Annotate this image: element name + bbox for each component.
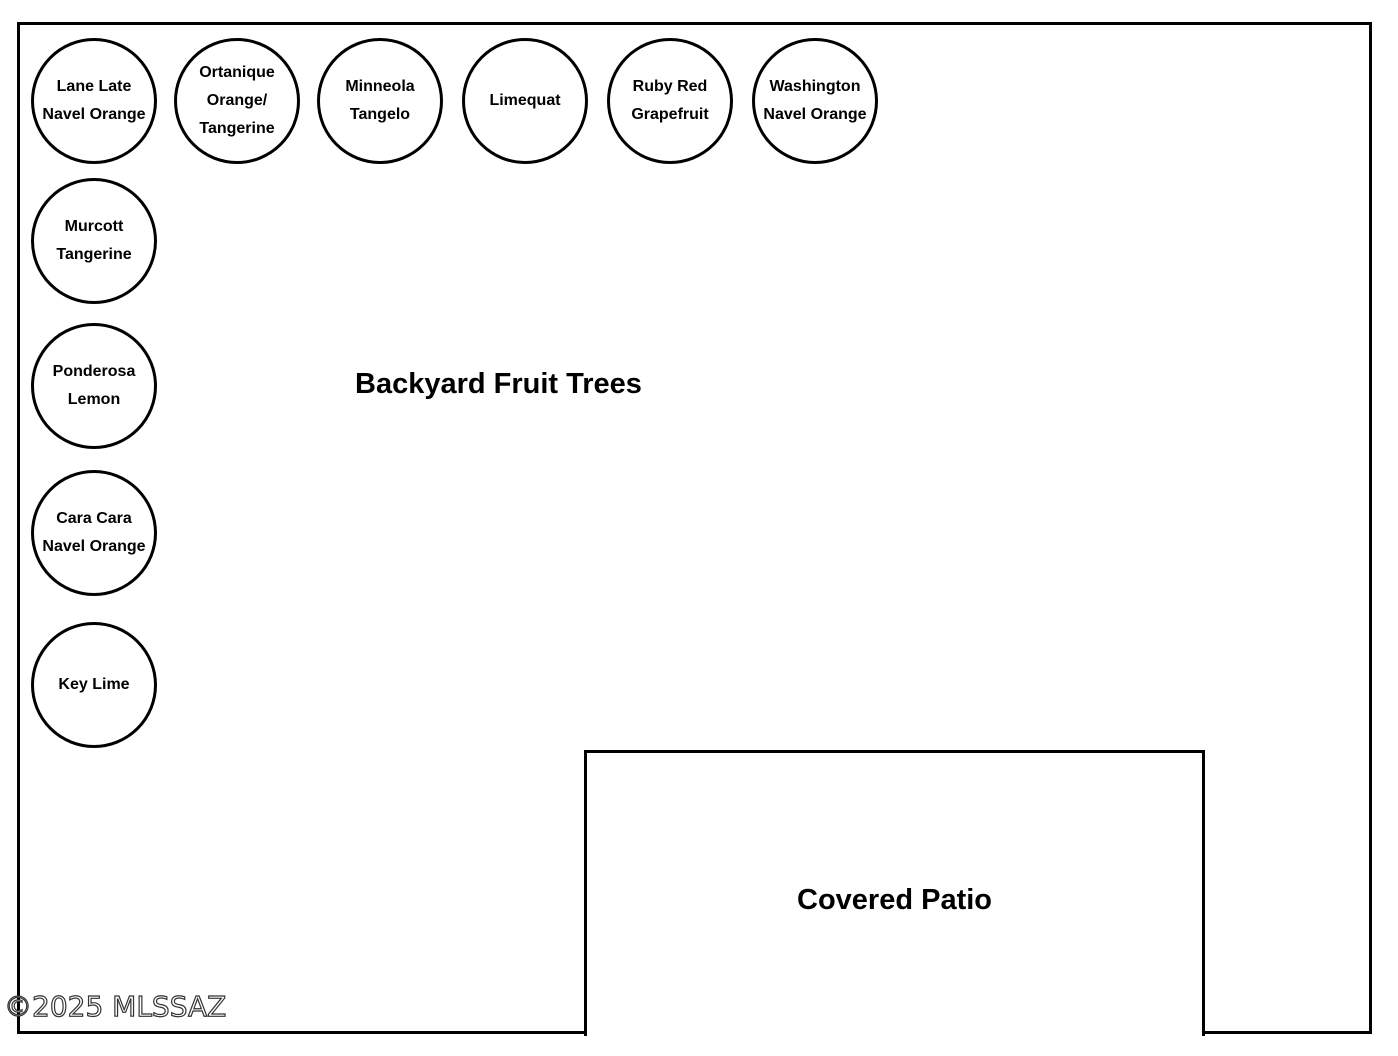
tree-ponderosa-lemon: Ponderosa Lemon <box>31 323 157 449</box>
diagram-title: Backyard Fruit Trees <box>355 368 642 400</box>
tree-lane-late-navel-orange: Lane Late Navel Orange <box>31 38 157 164</box>
tree-label: Key Lime <box>58 676 130 693</box>
tree-label: Washington Navel Orange <box>763 78 867 123</box>
tree-label: Ortanique Orange/ Tangerine <box>199 64 275 137</box>
patio-label: Covered Patio <box>797 884 992 916</box>
tree-murcott-tangerine: Murcott Tangerine <box>31 178 157 304</box>
tree-label: Minneola Tangelo <box>345 78 415 123</box>
tree-label: Ponderosa Lemon <box>52 363 136 408</box>
tree-label: Murcott Tangerine <box>56 218 132 263</box>
tree-label: Limequat <box>489 92 561 109</box>
tree-ortanique-orange-tangerine: Ortanique Orange/ Tangerine <box>174 38 300 164</box>
tree-label: Ruby Red Grapefruit <box>631 78 709 123</box>
tree-cara-cara-navel-orange: Cara Cara Navel Orange <box>31 470 157 596</box>
tree-key-lime: Key Lime <box>31 622 157 748</box>
tree-label: Lane Late Navel Orange <box>42 78 146 123</box>
tree-ruby-red-grapefruit: Ruby Red Grapefruit <box>607 38 733 164</box>
tree-limequat: Limequat <box>462 38 588 164</box>
tree-minneola-tangelo: Minneola Tangelo <box>317 38 443 164</box>
tree-label: Cara Cara Navel Orange <box>42 510 146 555</box>
watermark: ©2025 MLSSAZ <box>3 989 227 1023</box>
tree-washington-navel-orange: Washington Navel Orange <box>752 38 878 164</box>
covered-patio: Covered Patio <box>584 750 1205 1036</box>
